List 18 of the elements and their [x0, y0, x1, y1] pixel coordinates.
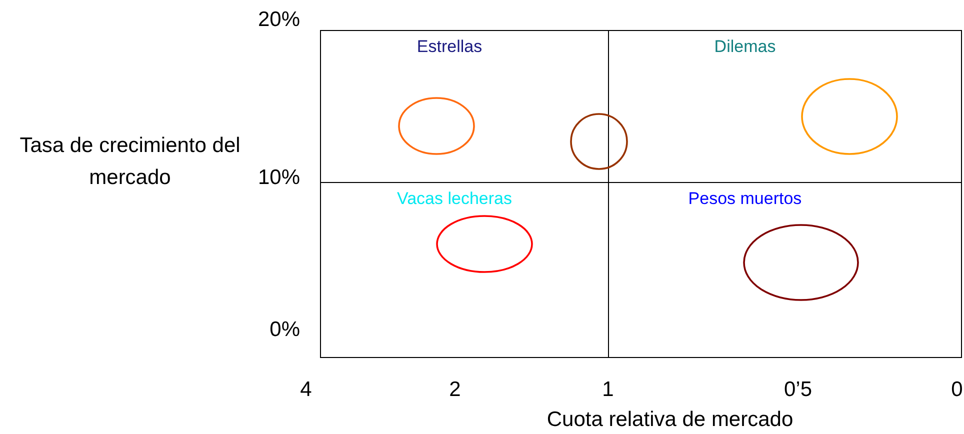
- axis-tick-label: 0%: [270, 318, 300, 342]
- quadrant-label: Vacas lecheras: [397, 189, 512, 208]
- quadrant-panel: [320, 182, 609, 358]
- axis-title: Cuota relativa de mercado: [546, 408, 794, 432]
- quadrant-panel: [608, 182, 962, 358]
- axis-tick-label: 2: [449, 378, 461, 402]
- axis-tick-label: 20%: [258, 8, 300, 32]
- quadrant-panel: [320, 30, 609, 183]
- axis-tick-label: 1: [602, 378, 614, 402]
- axis-title: Tasa de crecimiento del mercado: [18, 133, 242, 190]
- quadrant-panel: [608, 30, 962, 183]
- axis-tick-label: 10%: [258, 166, 300, 190]
- axis-tick-label: 0’5: [784, 378, 812, 402]
- axis-tick-label: 0: [951, 378, 963, 402]
- quadrant-label: Pesos muertos: [688, 189, 802, 208]
- axis-tick-label: 4: [300, 378, 312, 402]
- quadrant-label: Estrellas: [416, 37, 482, 56]
- quadrant-label: Dilemas: [714, 37, 776, 56]
